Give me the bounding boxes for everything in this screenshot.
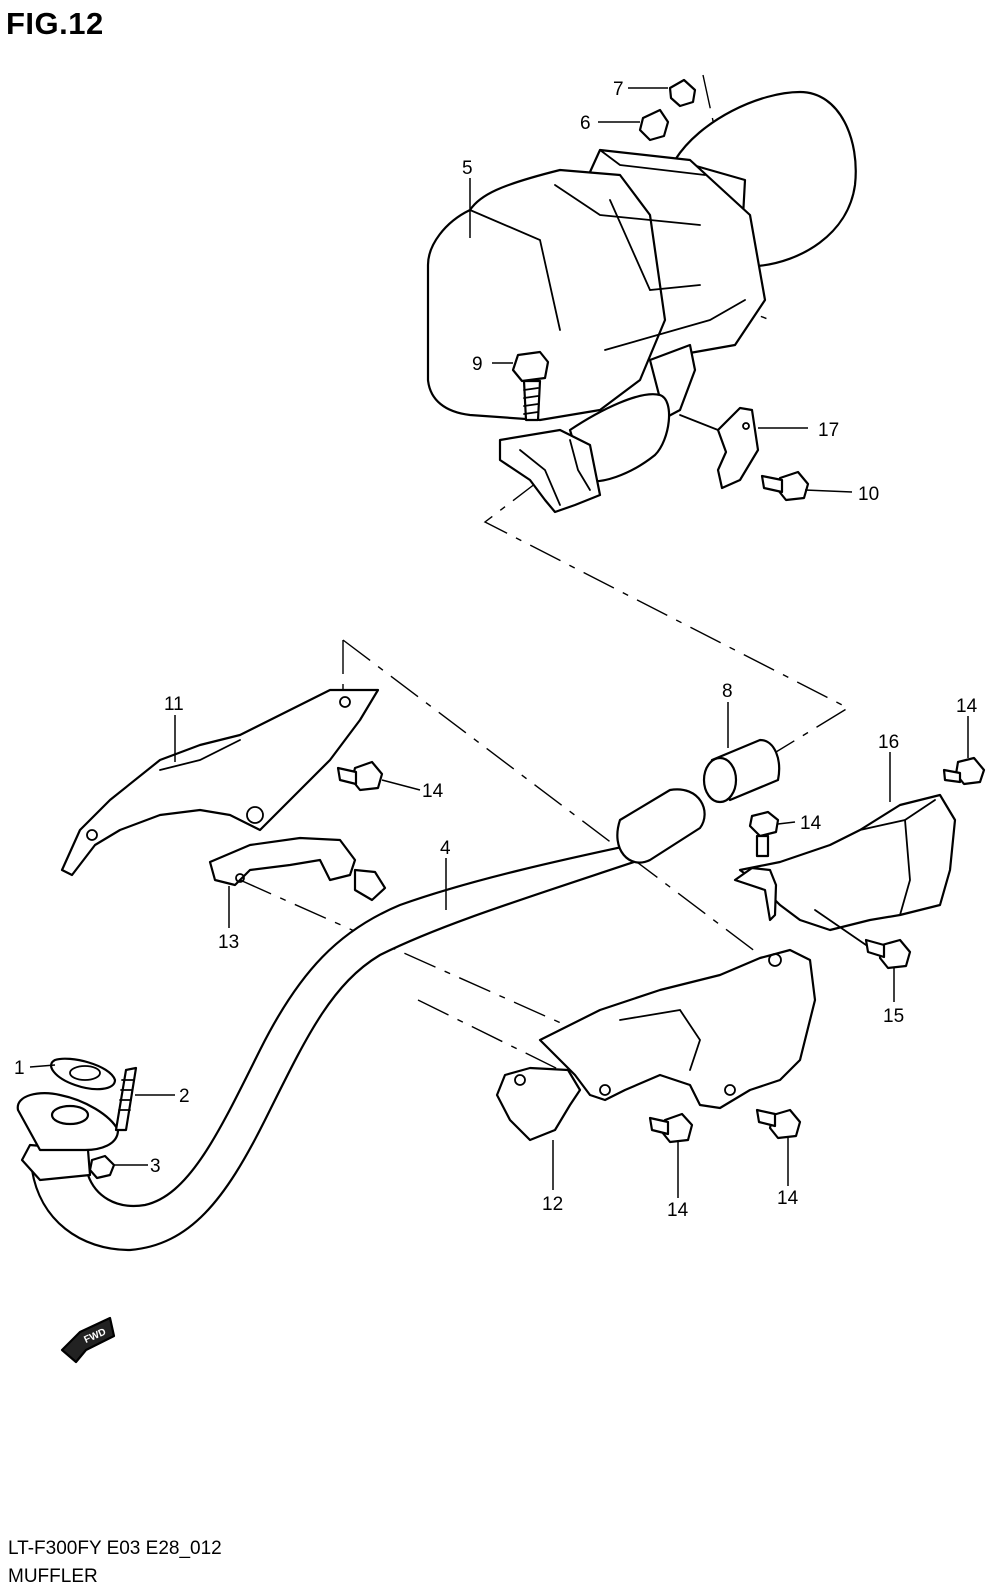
callout-14-right: 14 [956, 696, 978, 717]
heat-shield-16 [733, 793, 957, 932]
callout-14-center: 14 [800, 813, 822, 834]
bolt-15 [814, 909, 912, 970]
callout-14-lower-right: 14 [777, 1188, 799, 1209]
callout-14-lower-left: 14 [667, 1200, 689, 1221]
callout-17: 17 [818, 420, 839, 441]
fwd-arrow-icon: FWD [60, 1316, 116, 1364]
callout-labels: 7 6 5 9 17 10 11 8 14 16 14 14 4 13 15 1… [14, 79, 978, 1221]
bolt-14-lower-right [755, 1108, 802, 1140]
nut-7 [668, 78, 697, 108]
callout-12: 12 [542, 1194, 563, 1215]
heat-shield-12 [495, 948, 817, 1142]
callout-7: 7 [613, 79, 624, 100]
callout-1: 1 [14, 1058, 25, 1079]
callout-3: 3 [150, 1156, 161, 1177]
callout-16: 16 [878, 732, 899, 753]
stud-2 [114, 1066, 138, 1132]
pipe-sleeve-8 [702, 738, 781, 804]
inlet-pipe-clamp [498, 393, 671, 514]
bolt-14-upper-left [336, 760, 384, 792]
callout-11: 11 [164, 694, 184, 715]
bolt-14-lower-left [648, 1112, 694, 1144]
callout-15: 15 [883, 1006, 904, 1027]
bolt-10 [760, 470, 810, 502]
exhaust-pipe-4 [16, 788, 706, 1252]
callout-4: 4 [440, 838, 451, 859]
model-code: LT-F300FY E03 E28_012 [8, 1538, 222, 1559]
figure-title: FIG.12 [6, 6, 104, 41]
bolt-14-center [748, 810, 780, 858]
callout-2: 2 [179, 1086, 190, 1107]
muffler [426, 90, 857, 422]
bolt-14-right [942, 756, 986, 786]
nut-6 [638, 108, 670, 142]
callout-5: 5 [462, 158, 473, 179]
heat-shield-11 [60, 688, 380, 877]
callout-10: 10 [858, 484, 879, 505]
nut-3 [88, 1154, 116, 1180]
callout-leaders [29, 87, 969, 1198]
gasket-1 [50, 1057, 117, 1091]
callout-14-upper-left: 14 [422, 781, 444, 802]
callout-9: 9 [472, 354, 483, 375]
bolt-9 [511, 350, 550, 422]
callout-13: 13 [218, 932, 239, 953]
callout-8: 8 [722, 681, 733, 702]
bracket-13 [208, 836, 387, 902]
bracket-17 [679, 406, 760, 490]
callout-6: 6 [580, 113, 591, 134]
section-name: MUFFLER [8, 1566, 98, 1587]
